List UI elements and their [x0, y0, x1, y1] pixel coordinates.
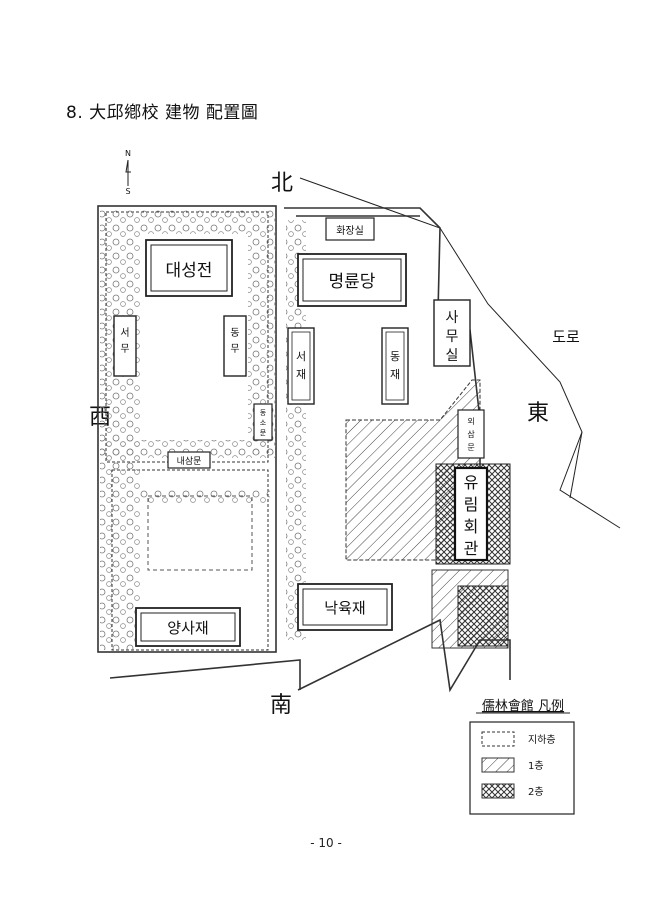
building-naesammun: 내삼문: [167, 451, 211, 469]
label-oesammun-1: 외: [467, 416, 474, 426]
label-myeongnyundang: 명륜당: [329, 272, 376, 292]
label-dongsomun-1: 동: [260, 409, 267, 417]
compass-north: N: [125, 149, 131, 158]
building-seomu: 서 무: [113, 315, 137, 377]
building-dongmu: 동 무: [223, 315, 247, 377]
label-office-3: 실: [446, 348, 459, 364]
legend-swatch-1f: [481, 757, 515, 773]
building-dongsomun: 동 소 문: [253, 403, 273, 441]
label-seojae-1: 서: [296, 350, 306, 363]
label-yurim-2: 림: [464, 495, 479, 514]
label-seomu-2: 무: [120, 344, 129, 355]
building-toilet: 화장실: [325, 217, 375, 241]
legend-label-1f: 1층: [528, 760, 544, 772]
direction-south: 南: [270, 693, 292, 718]
label-oesammun-3: 문: [467, 443, 474, 452]
label-yurim-4: 관: [464, 539, 479, 558]
building-yangsajae: 양사재: [135, 607, 241, 647]
page-title: 8. 大邱鄕校 建物 配置圖: [66, 103, 259, 123]
label-dongmu-2: 무: [230, 344, 239, 355]
legend: 儒林會館 凡例 지하층 1층 2층: [469, 699, 575, 815]
label-yurim-3: 회: [464, 517, 479, 536]
direction-north: 北: [271, 171, 293, 196]
legend-label-2f: 2층: [528, 786, 544, 798]
label-office-2: 무: [446, 329, 459, 345]
compass-south: S: [125, 187, 130, 196]
legend-swatch-2f: [481, 783, 515, 799]
label-dongjae-1: 동: [390, 350, 400, 363]
label-naesammun: 내삼문: [177, 456, 202, 467]
legend-swatch-basement: [481, 731, 515, 747]
label-toilet: 화장실: [336, 225, 364, 237]
tree-area: [100, 210, 306, 650]
label-daeseongjeon: 대성전: [166, 261, 213, 281]
label-office-1: 사: [446, 310, 459, 326]
building-oesammun: 외 삼 문: [457, 409, 485, 459]
page-number: - 10 -: [310, 836, 342, 850]
building-daeseongjeon: 대성전: [145, 239, 233, 297]
direction-east: 東: [527, 401, 549, 426]
legend-title: 儒林會館 凡例: [482, 699, 564, 714]
building-nagyukjae: 낙육재: [297, 583, 393, 631]
legend-label-basement: 지하층: [528, 733, 556, 746]
compass-rose: N S: [125, 149, 131, 196]
label-yangsajae: 양사재: [167, 619, 208, 637]
label-dongjae-2: 재: [390, 368, 400, 381]
building-dongjae: 동 재: [381, 327, 409, 405]
building-yurim-hall: 유 림 회 관: [453, 466, 489, 562]
label-nagyukjae: 낙육재: [324, 599, 365, 617]
label-dongsomun-3: 문: [260, 429, 267, 437]
label-oesammun-2: 삼: [467, 429, 475, 439]
label-seojae-2: 재: [296, 368, 306, 381]
road-label: 도로: [552, 328, 580, 346]
building-office: 사 무 실: [433, 299, 471, 367]
building-myeongnyundang: 명륜당: [297, 253, 407, 307]
courtyard-outline: [147, 495, 253, 571]
label-dongsomun-2: 소: [260, 419, 267, 427]
label-seomu-1: 서: [120, 327, 129, 339]
label-dongmu-1: 동: [230, 327, 239, 339]
building-seojae: 서 재: [287, 327, 315, 405]
label-yurim-1: 유: [464, 473, 479, 492]
